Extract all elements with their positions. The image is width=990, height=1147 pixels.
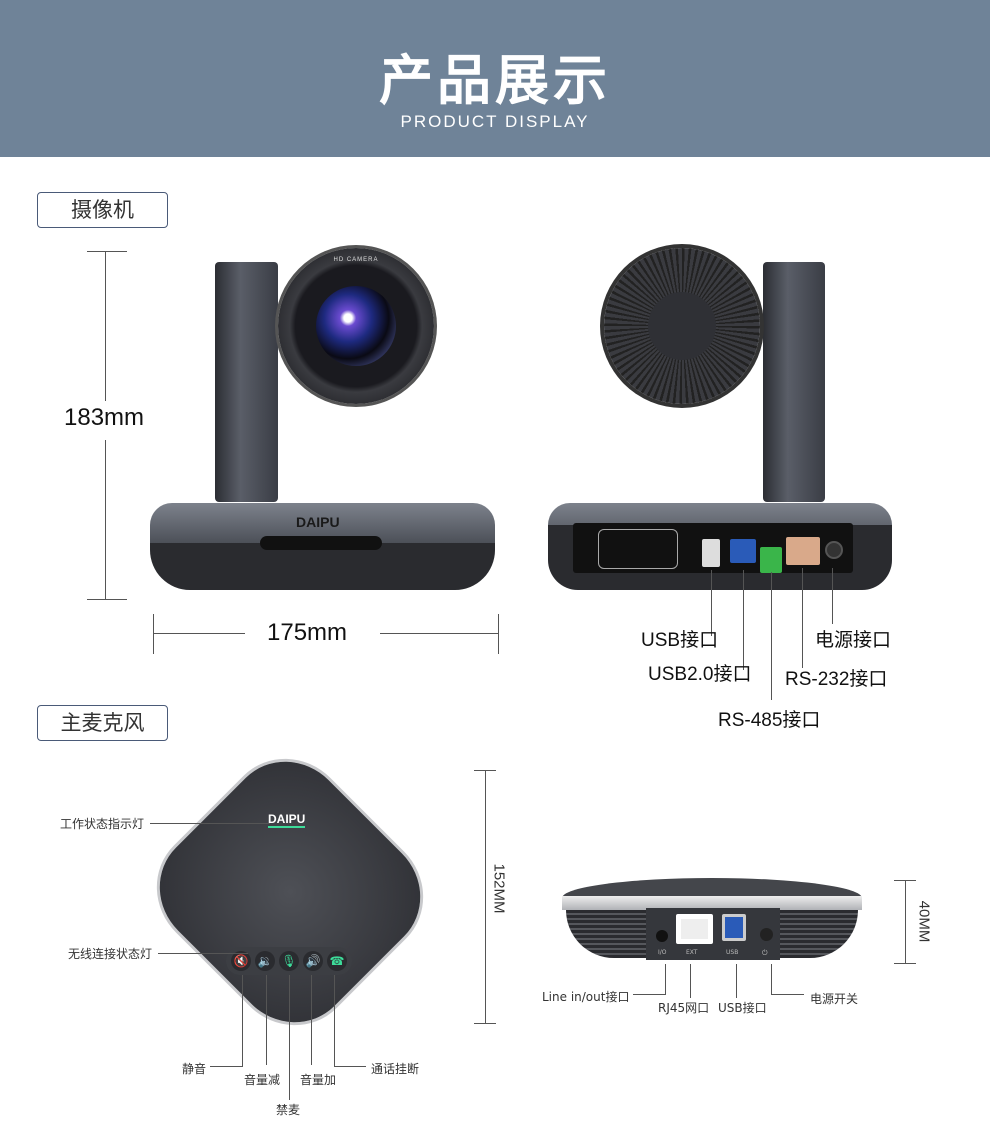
dim-tick bbox=[87, 599, 127, 600]
page-subtitle: PRODUCT DISPLAY bbox=[400, 112, 590, 131]
rs485-port bbox=[760, 547, 782, 573]
mic-silver-ring bbox=[562, 896, 862, 910]
usb2-port bbox=[730, 539, 756, 563]
leader-line bbox=[311, 975, 312, 1065]
leader-line bbox=[334, 975, 335, 1067]
microphone-icon[interactable]: 🎙 bbox=[279, 951, 299, 971]
label-usb: USB接口 bbox=[718, 1001, 767, 1015]
section-label-mic: 主麦克风 bbox=[37, 705, 168, 741]
label-wireless-light: 无线连接状态灯 bbox=[68, 947, 153, 961]
leader-line bbox=[771, 964, 772, 995]
port-mark-power: ⏻ bbox=[762, 949, 768, 957]
camera-base-bottom bbox=[150, 543, 495, 590]
label-volume-up: 音量加 bbox=[300, 1073, 337, 1087]
rs232-port bbox=[786, 537, 820, 565]
label-rs232-port: RS-232接口 bbox=[785, 669, 888, 690]
label-volume-down: 音量减 bbox=[244, 1073, 281, 1087]
camera-ir-window bbox=[260, 536, 382, 550]
dim-tick bbox=[474, 1023, 496, 1024]
dim-tick bbox=[87, 251, 127, 252]
port-mark-io: I/O bbox=[658, 949, 667, 956]
dim-line bbox=[105, 440, 106, 600]
camera-port-panel bbox=[573, 523, 853, 573]
leader-line bbox=[210, 1066, 243, 1067]
rj45-port bbox=[676, 914, 713, 944]
info-label-plate bbox=[598, 529, 678, 569]
leader-line bbox=[736, 964, 737, 998]
label-hangup: 通话挂断 bbox=[371, 1062, 420, 1076]
port-mark-ext: EXT bbox=[686, 949, 698, 956]
leader-line bbox=[711, 570, 712, 636]
camera-arm bbox=[763, 262, 825, 502]
usb-port bbox=[722, 914, 746, 941]
camera-lens bbox=[316, 286, 396, 366]
volume-down-icon[interactable]: 🔉 bbox=[255, 951, 275, 971]
label-work-light: 工作状态指示灯 bbox=[60, 817, 145, 831]
usb-port bbox=[702, 539, 720, 567]
lens-ring-text: HD CAMERA bbox=[333, 257, 379, 263]
leader-line bbox=[150, 823, 270, 824]
dim-line bbox=[105, 251, 106, 401]
port-mark-usb: USB bbox=[726, 949, 739, 956]
label-rj45: RJ45网口 bbox=[658, 1001, 710, 1015]
dim-line bbox=[380, 633, 498, 634]
leader-line bbox=[690, 964, 691, 998]
leader-line bbox=[802, 568, 803, 668]
dim-tick bbox=[498, 614, 499, 654]
mic-top-mesh bbox=[562, 878, 862, 898]
mic-thickness-dimension: 40MM bbox=[915, 900, 933, 943]
leader-line bbox=[334, 1066, 366, 1067]
leader-line bbox=[266, 975, 267, 1065]
mic-brand-logo: DAIPU bbox=[268, 812, 306, 828]
hangup-phone-icon[interactable]: ☎ bbox=[327, 951, 347, 971]
leader-line bbox=[771, 994, 804, 995]
dim-line bbox=[153, 633, 245, 634]
leader-line bbox=[743, 570, 744, 670]
dim-tick bbox=[894, 963, 916, 964]
label-usb2-port: USB2.0接口 bbox=[648, 664, 752, 685]
label-usb-port: USB接口 bbox=[641, 630, 719, 651]
label-mute: 静音 bbox=[182, 1062, 207, 1076]
camera-width-dimension: 175mm bbox=[267, 619, 348, 646]
leader-line bbox=[158, 953, 248, 954]
leader-line bbox=[771, 572, 772, 700]
dim-tick bbox=[153, 614, 154, 654]
label-power-port: 电源接口 bbox=[815, 630, 892, 651]
label-mic-mute: 禁麦 bbox=[276, 1103, 301, 1117]
label-rs485-port: RS-485接口 bbox=[718, 710, 821, 731]
mic-body bbox=[135, 737, 445, 1047]
leader-line bbox=[242, 975, 243, 1067]
mute-speaker-icon[interactable]: 🔇 bbox=[231, 951, 251, 971]
leader-line bbox=[832, 568, 833, 624]
mic-height-dimension: 152MM bbox=[490, 863, 508, 914]
label-line-io: Line in/out接口 bbox=[542, 990, 630, 1004]
dc-power-port bbox=[825, 541, 843, 559]
header-banner bbox=[0, 0, 990, 157]
section-label-camera: 摄像机 bbox=[37, 192, 168, 228]
leader-line bbox=[665, 964, 666, 995]
leader-line bbox=[289, 975, 290, 1100]
dim-line bbox=[485, 770, 486, 1023]
mic-port-panel: I/O EXT USB ⏻ bbox=[646, 908, 780, 960]
vent-center bbox=[648, 292, 716, 360]
volume-up-icon[interactable]: 🔊 bbox=[303, 951, 323, 971]
camera-arm bbox=[215, 262, 278, 502]
page-title: 产品展示 bbox=[379, 49, 611, 112]
dim-line bbox=[905, 880, 906, 963]
label-power-switch: 电源开关 bbox=[810, 992, 859, 1006]
power-switch[interactable] bbox=[760, 928, 773, 941]
leader-line bbox=[633, 994, 666, 995]
line-io-port bbox=[656, 930, 668, 942]
mic-button-bar: 🔇 🔉 🎙 🔊 ☎ bbox=[226, 947, 352, 975]
camera-brand-logo: DAIPU bbox=[296, 514, 340, 530]
camera-height-dimension: 183mm bbox=[64, 404, 145, 431]
